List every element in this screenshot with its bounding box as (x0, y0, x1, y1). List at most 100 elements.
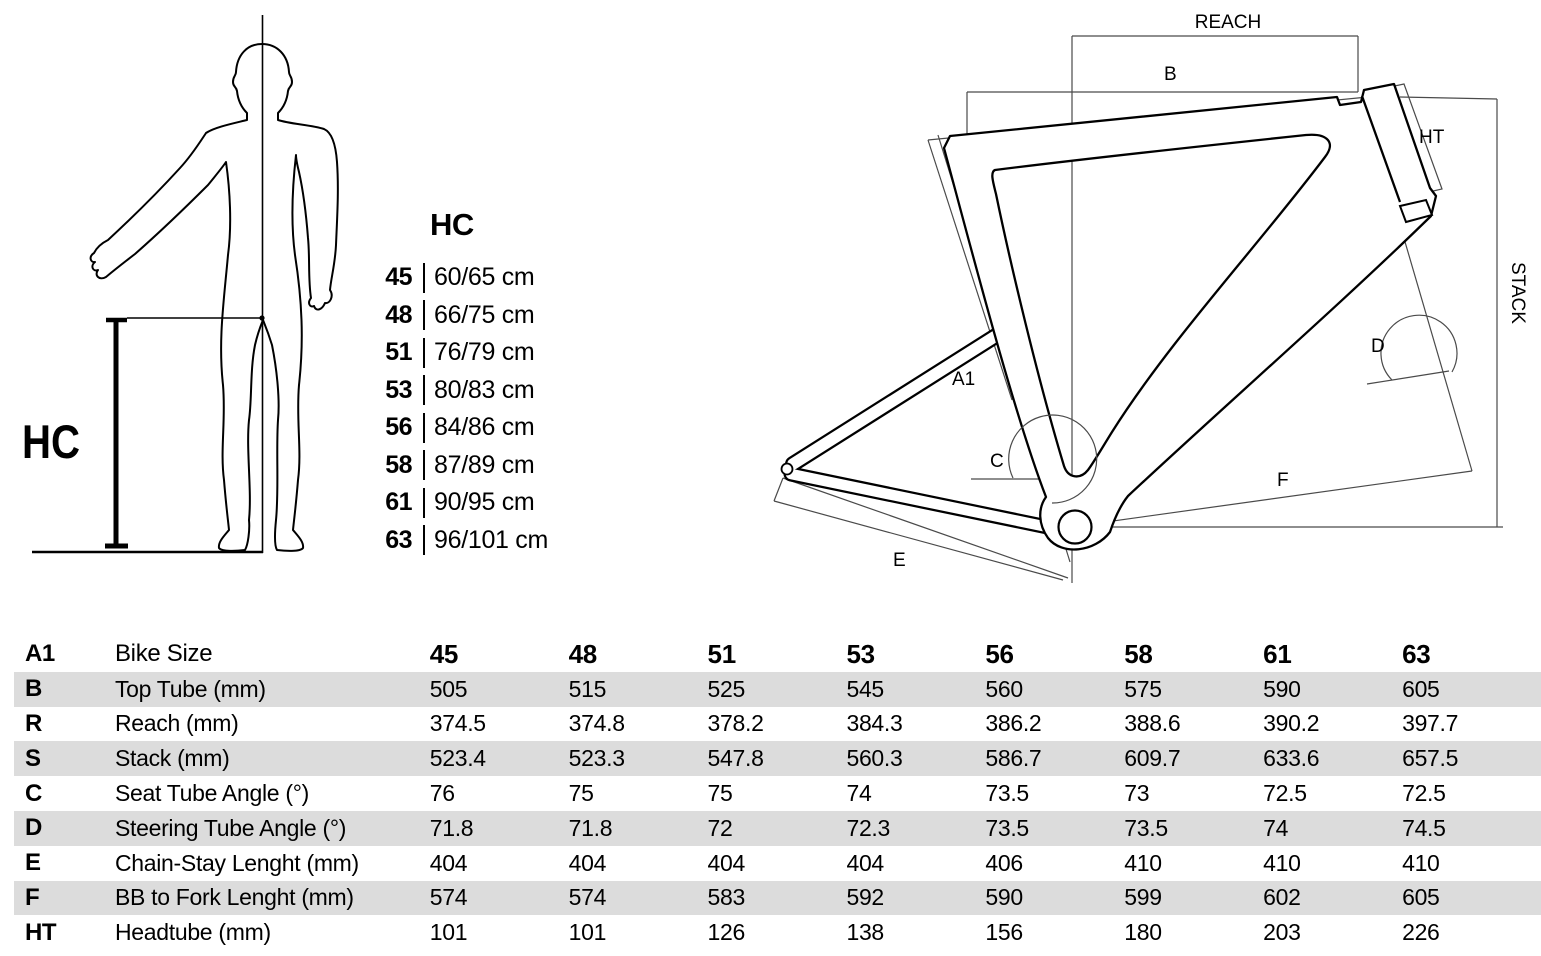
hc-range: 87/89 cm (434, 450, 535, 479)
bottom-bracket (1057, 509, 1093, 545)
row-label: Reach (mm) (114, 710, 239, 737)
label-reach: REACH (1195, 12, 1262, 33)
stack-top-line (1399, 96, 1498, 100)
cell-value: 404 (568, 849, 607, 876)
cell-value: 126 (707, 919, 746, 946)
cell-value: 633.6 (1263, 745, 1320, 772)
cell-value: 547.8 (707, 745, 764, 772)
headtube-front-edge (1360, 95, 1402, 203)
hc-list-item: 53 80/83 cm (383, 372, 548, 410)
cell-value: 71.8 (568, 814, 613, 841)
cell-value: 226 (1402, 919, 1440, 946)
hc-list-item: 61 90/95 cm (383, 484, 548, 522)
rear-dropout (780, 462, 794, 476)
table-row-bb-to-fork: F BB to Fork Lenght (mm) 574 574 583 592… (0, 880, 1541, 916)
hc-range: 80/83 cm (434, 375, 535, 404)
cell-value: 599 (1124, 884, 1162, 911)
seattube-parallel-line (927, 139, 1013, 401)
cell-value: 590 (985, 884, 1023, 911)
size-column-header: 45 (429, 638, 459, 669)
hc-size: 63 (385, 525, 412, 554)
label-fork-length-f: F (1277, 470, 1289, 491)
size-column-header: 58 (1124, 638, 1153, 669)
hc-list-item: 63 96/101 cm (383, 522, 548, 560)
separator-bar (423, 450, 425, 481)
diagram-labels: REACH B HT STACK D A1 C F E (893, 12, 1528, 571)
hc-range: 96/101 cm (434, 525, 549, 554)
cell-value: 75 (707, 780, 733, 807)
hc-measure-bar (105, 317, 128, 549)
hc-size: 53 (385, 375, 412, 404)
cell-value: 75 (568, 780, 594, 807)
cell-value: 586.7 (985, 745, 1042, 772)
hc-list-item: 45 60/65 cm (383, 259, 548, 297)
table-row-seat-tube-angle: C Seat Tube Angle (°) 76 75 75 74 73.5 7… (0, 776, 1541, 811)
human-figure: HC (22, 15, 339, 554)
steering-angle-baseline (1366, 370, 1450, 385)
hc-list-title: HC (430, 207, 474, 242)
size-column-header: 51 (707, 638, 737, 669)
cell-value: 73.5 (1124, 814, 1168, 841)
separator-bar (423, 262, 425, 293)
separator-bar (423, 525, 425, 556)
header-label: Bike Size (114, 640, 213, 668)
cell-value: 560 (985, 675, 1023, 702)
cell-value: 101 (429, 919, 468, 946)
hc-size: 56 (385, 413, 412, 442)
hc-size: 61 (385, 488, 412, 517)
cell-value: 525 (707, 675, 746, 702)
cell-value: 515 (568, 675, 607, 702)
hc-range: 90/95 cm (434, 488, 535, 517)
header-letter: A1 (25, 640, 55, 668)
cell-value: 605 (1402, 884, 1440, 911)
cell-value: 657.5 (1402, 745, 1459, 772)
cell-value: 583 (707, 884, 746, 911)
size-column-header: 48 (568, 638, 598, 669)
table-row-reach: R Reach (mm) 374.5 374.8 378.2 384.3 386… (0, 707, 1541, 742)
hc-range: 76/79 cm (434, 338, 535, 367)
front-triangle (942, 82, 1438, 551)
cell-value: 410 (1402, 849, 1440, 876)
hc-range: 84/86 cm (434, 413, 535, 442)
row-label: Seat Tube Angle (°) (114, 780, 309, 807)
hc-size: 58 (385, 450, 412, 479)
hc-range: 66/75 cm (434, 300, 535, 329)
size-column-header: 56 (985, 638, 1014, 669)
cell-value: 410 (1124, 849, 1162, 876)
cell-value: 523.3 (568, 745, 625, 772)
cell-value: 574 (429, 884, 468, 911)
cell-value: 74 (846, 780, 872, 807)
separator-bar (423, 375, 425, 406)
separator-bar (423, 337, 425, 368)
cell-value: 605 (1402, 675, 1440, 702)
cell-value: 545 (846, 675, 884, 702)
label-stack: STACK (1507, 262, 1528, 324)
label-top-tube-b: B (1164, 64, 1177, 85)
cell-value: 72.3 (846, 814, 891, 841)
cell-value: 138 (846, 919, 884, 946)
label-headtube-ht: HT (1419, 127, 1445, 148)
row-letter: C (25, 779, 42, 807)
cell-value: 406 (985, 849, 1023, 876)
crotch-point (259, 315, 265, 321)
cell-value: 397.7 (1402, 710, 1459, 737)
cell-value: 384.3 (846, 710, 903, 737)
cell-value: 378.2 (707, 710, 764, 737)
cell-value: 523.4 (429, 745, 486, 772)
separator-bar (423, 412, 425, 443)
hc-list-item: 48 66/75 cm (383, 297, 548, 335)
hc-size: 48 (385, 300, 412, 329)
cell-value: 101 (568, 919, 607, 946)
human-silhouette (89, 43, 339, 552)
hc-list-item: 58 87/89 cm (383, 447, 548, 485)
label-steering-angle-d: D (1371, 336, 1385, 357)
hc-size-list: HC 45 60/65 cm 48 66/75 cm 51 76/79 cm 5… (383, 207, 548, 559)
chainstay-measure-join (773, 477, 784, 502)
hc-size: 45 (385, 263, 412, 292)
cell-value: 404 (846, 849, 884, 876)
size-column-header: 63 (1402, 638, 1431, 669)
cell-value: 592 (846, 884, 884, 911)
separator-bar (423, 300, 425, 331)
cell-value: 71.8 (429, 814, 474, 841)
